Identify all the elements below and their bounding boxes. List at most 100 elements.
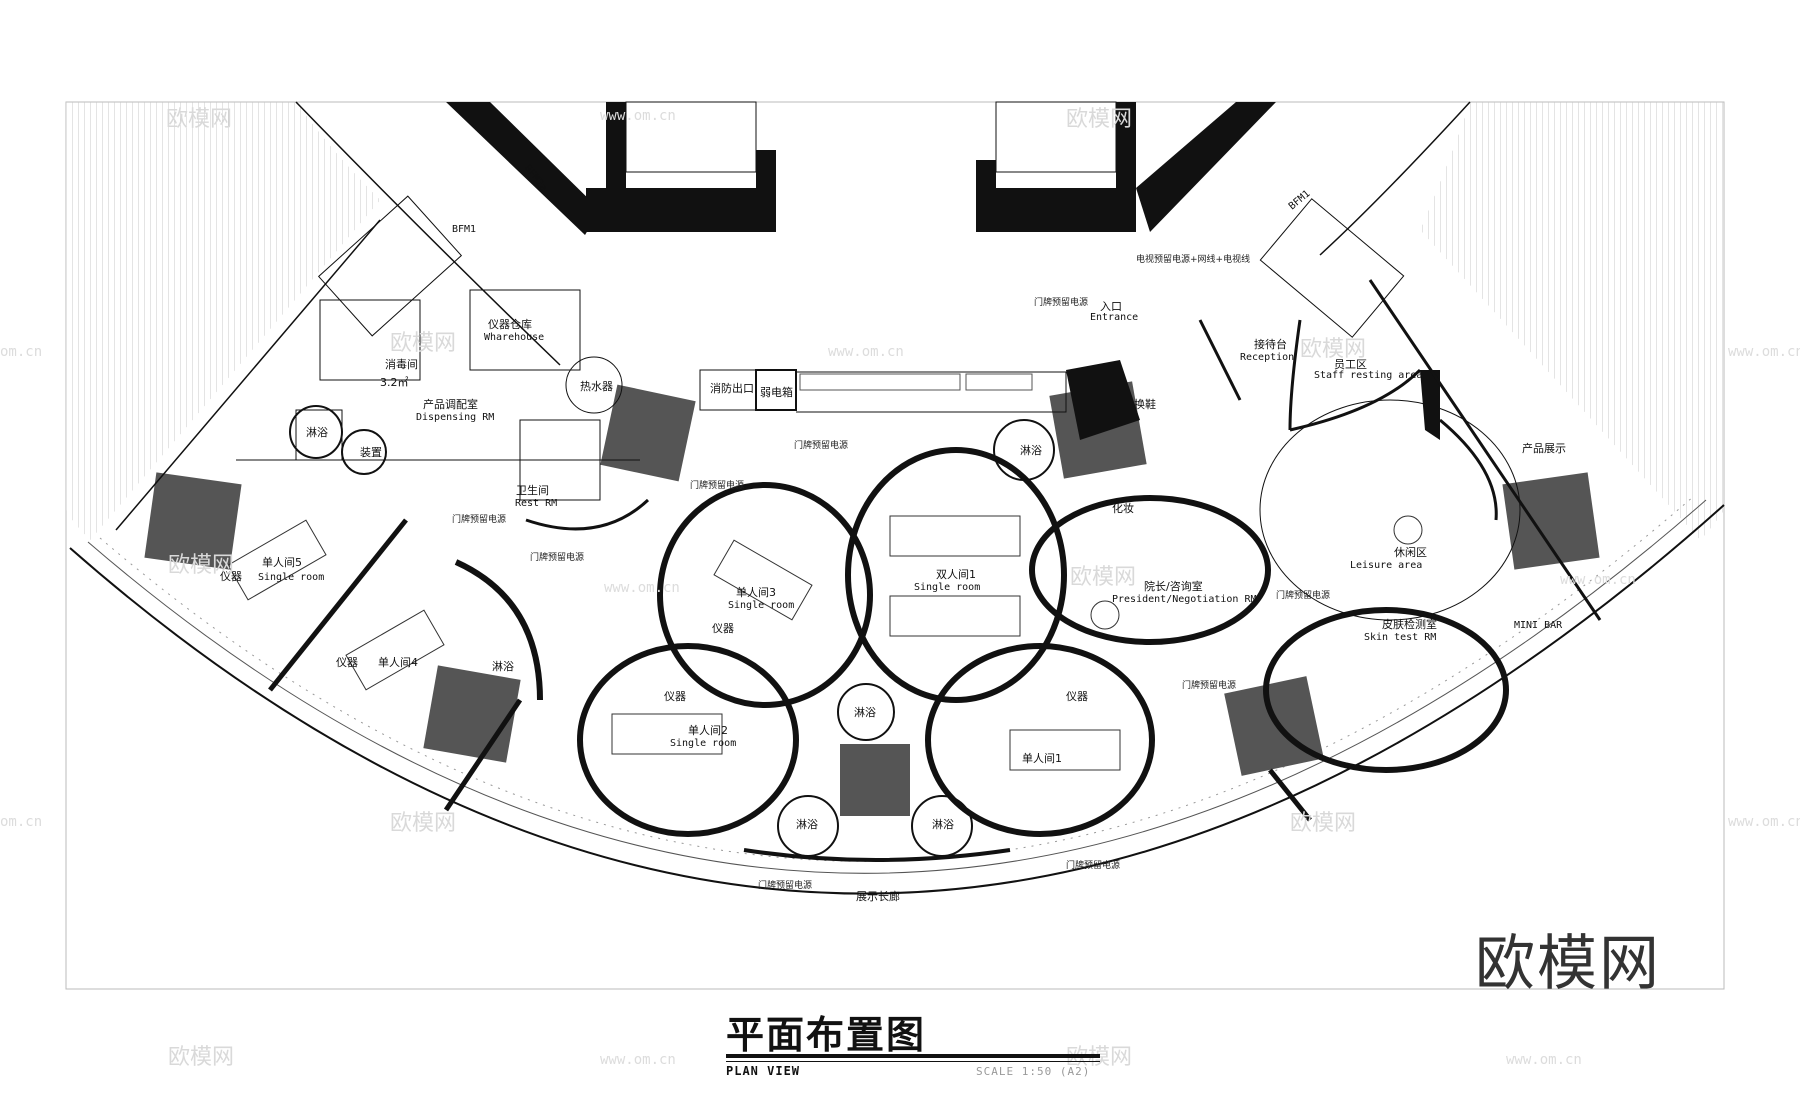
reception-curve	[1198, 319, 1242, 401]
label-disinfection: 消毒间	[385, 357, 418, 371]
watermark-url-6: www.om.cn	[1560, 572, 1636, 588]
pod-single1	[925, 643, 1155, 837]
corridor-wall	[796, 371, 1067, 413]
structure-top-left-4	[756, 150, 776, 230]
watermark-brand-4: 欧模网	[1300, 337, 1366, 362]
watermark-brand-9: 欧模网	[168, 1045, 234, 1070]
label-instrument-3: 仪器	[712, 622, 734, 635]
pod-president	[1029, 495, 1271, 645]
restroom-curve	[525, 498, 650, 531]
pod-skin-test	[1263, 607, 1509, 773]
watermark-brand-2: 欧模网	[1066, 107, 1132, 132]
watermark-url-5: www.om.cn	[604, 580, 680, 596]
stair-left	[317, 195, 463, 337]
label-staff-cn: 员工区	[1334, 358, 1367, 371]
core-left-box	[625, 101, 757, 173]
label-single2-cn: 单人间2	[688, 724, 728, 737]
label-entrance-cn: 入口	[1100, 300, 1122, 313]
label-product-display: 产品展示	[1522, 441, 1566, 455]
structure-top-right-4	[1136, 102, 1276, 232]
column-7	[840, 744, 910, 816]
label-fire-exit: 消防出口	[710, 381, 754, 395]
label-single5-en: Single room	[258, 572, 324, 583]
beds	[227, 515, 1121, 771]
watermark-url-3: om.cn	[0, 344, 42, 360]
right-wing-wall-bottom	[1268, 768, 1312, 822]
label-change-shoes: 换鞋	[1134, 397, 1156, 411]
label-dispensing-en: Dispensing RM	[416, 412, 494, 423]
label-single1-cn: 单人间1	[1022, 752, 1062, 765]
watermark-brand-1: 欧模网	[166, 107, 232, 132]
wall-left-curve	[454, 559, 543, 701]
facade-inner-curve	[87, 499, 1707, 874]
watermark-brand-7: 欧模网	[390, 811, 456, 836]
label-staff-en: Staff resting area	[1314, 370, 1422, 381]
label-single4-cn: 单人间4	[378, 656, 418, 669]
label-leisure-cn: 休闲区	[1394, 545, 1427, 559]
watermark-brand-5: 欧模网	[168, 553, 234, 578]
note-door-sign-7: 门牌预留电源	[1182, 679, 1236, 691]
wall-left-2	[268, 518, 408, 692]
note-door-sign-2: 门牌预留电源	[794, 439, 848, 451]
watermark-url-4: www.om.cn	[1728, 344, 1800, 360]
label-instrument-4: 仪器	[336, 656, 358, 669]
core-right-box	[995, 101, 1117, 173]
pod-single2	[577, 643, 799, 837]
label-instrument-5: 仪器	[220, 570, 242, 583]
column-2	[600, 384, 696, 482]
counter-strip-2	[965, 373, 1033, 391]
facade-outer-curve	[69, 504, 1725, 895]
exterior-hatch-left	[66, 102, 380, 540]
note-door-sign-4: 门牌预留电源	[452, 513, 506, 525]
plan-title: 平面布置图	[726, 1013, 927, 1057]
label-reception-cn: 接待台	[1254, 337, 1287, 351]
pod-double1	[845, 447, 1067, 703]
fitting-symbol	[341, 429, 387, 475]
door-label-bfm1-right: BFM1	[1287, 188, 1313, 212]
structure-top-left-3	[606, 102, 626, 212]
title-block: 平面布置图 PLAN VIEW SCALE 1:50 (A2)	[726, 1004, 1116, 1084]
shower-symbol-left	[289, 405, 343, 459]
watermark-url-1: www.om.cn	[600, 108, 676, 124]
watermark-url-2: www.om.cn	[828, 344, 904, 360]
note-door-sign-8: 门牌预留电源	[1066, 859, 1120, 871]
pod-single3	[657, 482, 873, 708]
warehouse-box	[469, 289, 581, 371]
staff-area-curve-2	[1289, 368, 1422, 432]
label-shower-top: 淋浴	[1020, 444, 1042, 457]
president-table	[1090, 600, 1120, 630]
watermark-brand-8: 欧模网	[1290, 811, 1356, 836]
label-water-heater: 热水器	[580, 380, 613, 393]
watermark-url-8: www.om.cn	[1728, 814, 1800, 830]
note-door-sign-6: 门牌预留电源	[1276, 589, 1330, 601]
label-single3-cn: 单人间3	[736, 586, 776, 599]
label-minibar: MINI BAR	[1514, 620, 1563, 631]
label-president-cn: 院长/咨询室	[1144, 579, 1203, 593]
column-1	[144, 472, 242, 570]
label-shower-center: 淋浴	[854, 706, 876, 719]
label-entrance-en: Entrance	[1090, 312, 1138, 323]
label-president-en: President/Negotiation RM	[1112, 594, 1257, 605]
structure-top-right-2	[976, 188, 1136, 232]
black-block-center	[1066, 360, 1140, 440]
label-leisure-en: Leisure area	[1350, 560, 1422, 571]
watermark-brand-3: 欧模网	[390, 331, 456, 356]
stair-right	[1259, 198, 1405, 338]
wall-upper-left	[295, 101, 561, 366]
right-curved-wall	[1439, 418, 1498, 521]
note-door-sign-9: 门牌预留电源	[758, 879, 812, 891]
label-shower-4: 淋浴	[492, 660, 514, 673]
disinfection-box	[319, 299, 421, 381]
label-fitting: 装置	[360, 446, 382, 459]
watermark-brand-6: 欧模网	[1070, 565, 1136, 590]
label-single3-en: Single room	[728, 600, 794, 611]
structure-top-left-2	[586, 188, 776, 232]
watermark-url-7: om.cn	[0, 814, 42, 830]
drawing-frame	[65, 101, 1725, 990]
label-single2-en: Single room	[670, 738, 736, 749]
weak-box	[755, 369, 797, 411]
label-shower-bottom-right: 淋浴	[932, 818, 954, 831]
title-rule-thin	[726, 1061, 1100, 1062]
